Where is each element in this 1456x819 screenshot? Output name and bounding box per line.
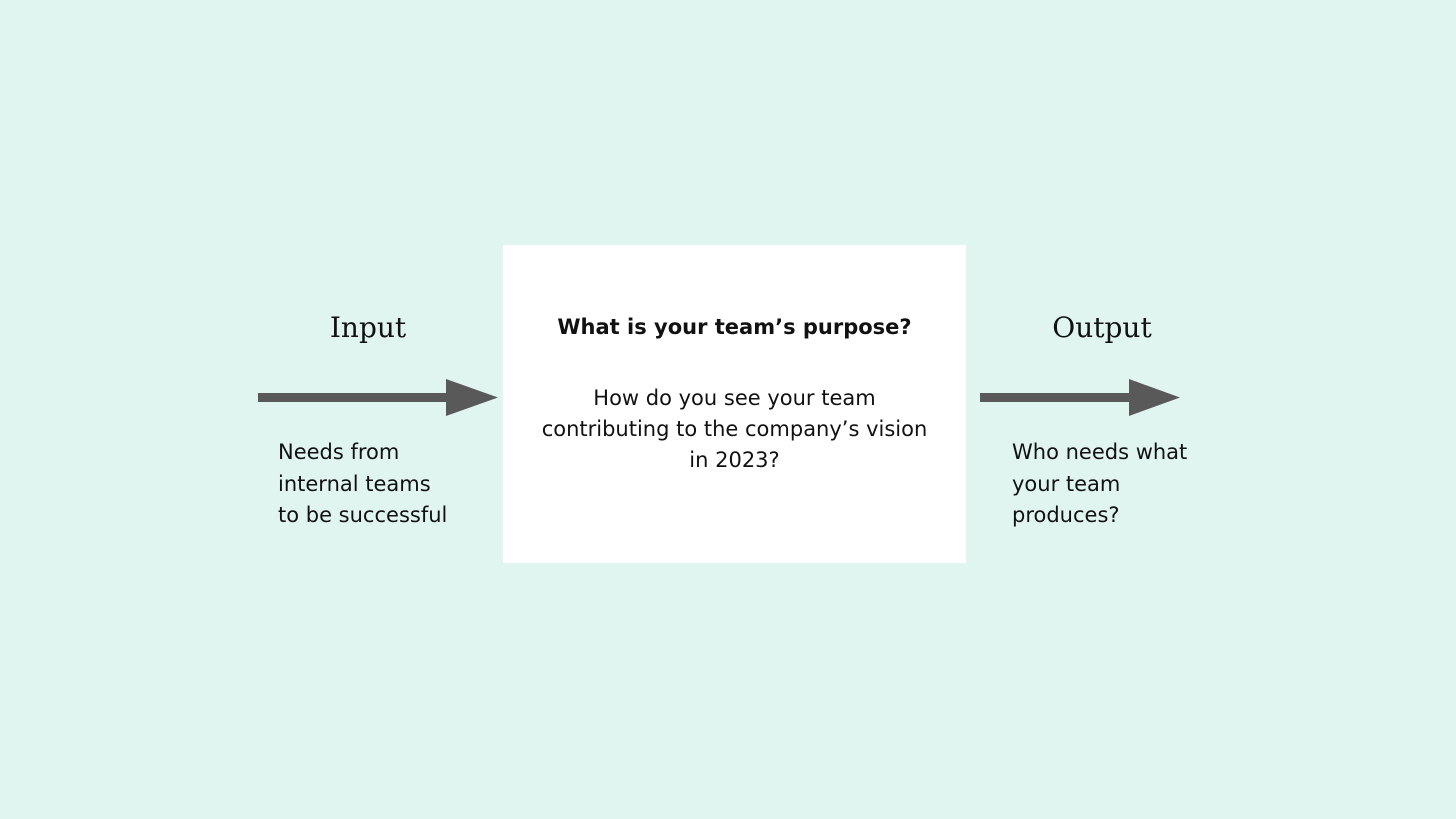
purpose-box: What is your team’s purpose? How do you …: [503, 245, 966, 563]
output-description: Who needs what your team produces?: [1012, 440, 1188, 527]
output-arrow-shaft: [980, 393, 1135, 402]
output-arrow-head: [1129, 379, 1180, 416]
output-label: Output: [1052, 311, 1152, 344]
input-arrow-head: [446, 379, 498, 416]
input-arrow-icon: [258, 379, 498, 416]
output-arrow-icon: [980, 379, 1180, 416]
input-arrow-shaft: [258, 393, 453, 402]
input-description: Needs from internal teams to be successf…: [278, 440, 448, 527]
purpose-title: What is your team’s purpose?: [557, 315, 912, 339]
input-label: Input: [329, 311, 407, 344]
purpose-question: How do you see your team contributing to…: [541, 386, 928, 472]
